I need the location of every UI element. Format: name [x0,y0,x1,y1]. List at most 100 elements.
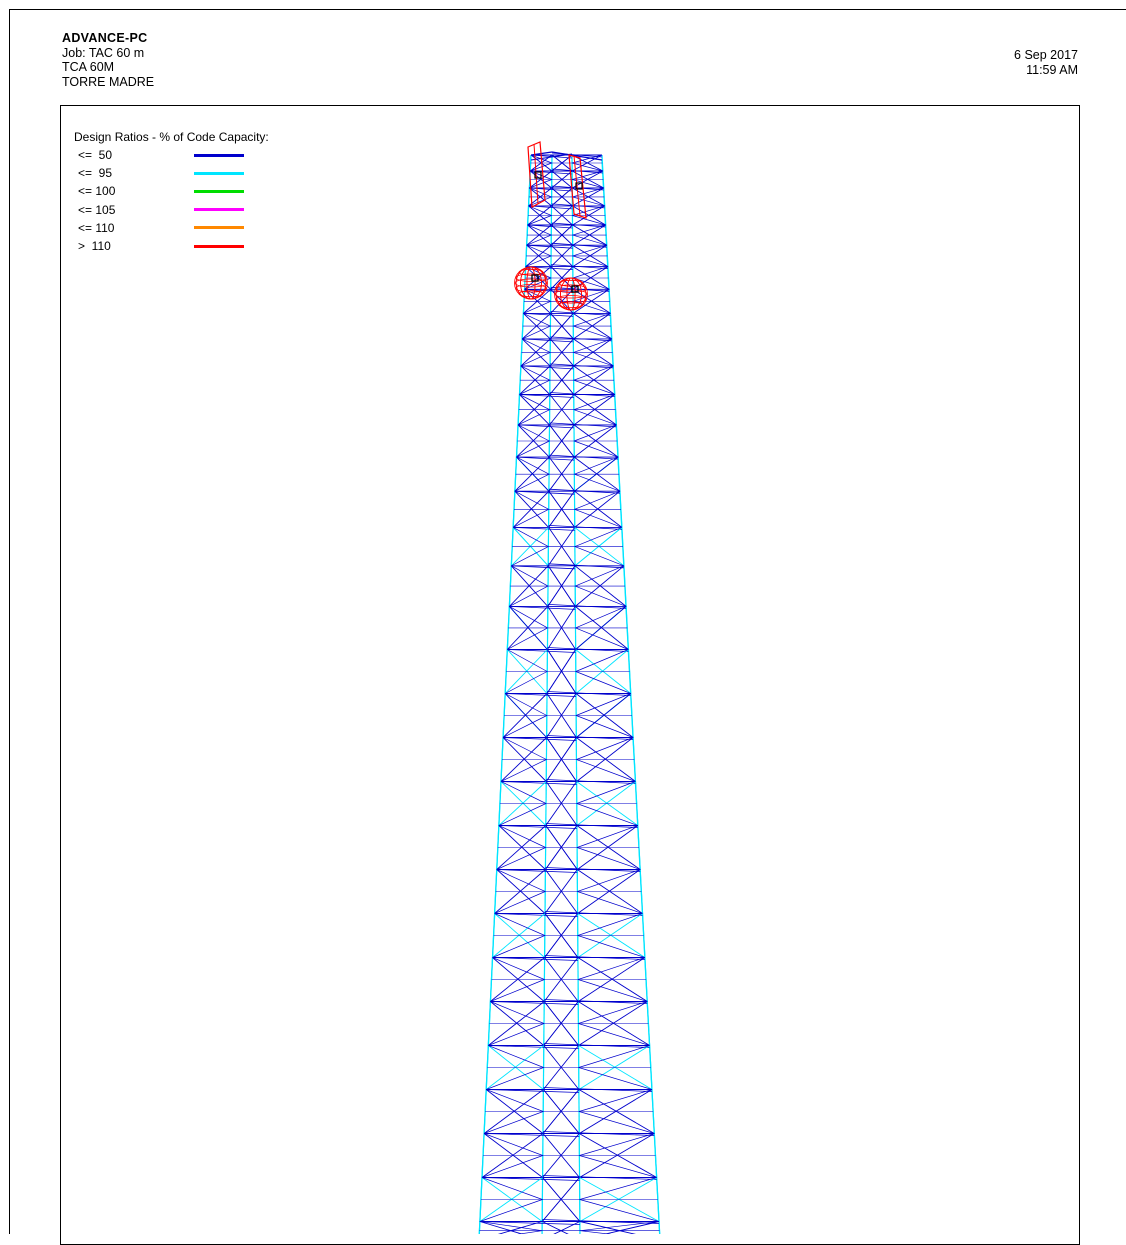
tower-member [576,759,636,782]
tower-member [516,440,550,458]
tower-member [525,255,552,267]
tower-member [517,424,550,442]
tower-member [525,266,552,279]
tower-member [541,154,553,1234]
legend-item: > 110 [74,237,269,255]
legend-swatch [194,153,244,157]
dish-wire [518,290,544,298]
tower-member [550,363,614,369]
tower-member [548,563,625,569]
legend-swatch [194,244,244,248]
tower-member [577,869,641,892]
tower-member [517,1230,543,1234]
tower-member [478,154,532,1234]
report-datetime: 6 Sep 2017 11:59 AM [1014,48,1078,77]
tower-member [574,508,623,528]
tower-member [544,913,578,958]
tower-member [574,546,625,567]
tower-member [479,1221,543,1232]
tower-member [545,825,578,870]
tower-member [548,488,621,494]
tower-member [505,671,548,694]
tower-member [544,999,648,1004]
antennas [514,141,588,311]
tower-member [492,957,578,961]
tower-member [575,693,631,716]
structure-code: TCA 60M [62,60,115,74]
tower-member [576,825,638,848]
dish-wire [558,279,584,287]
tower-member [547,604,627,609]
tower-member [511,546,549,567]
tower-member [548,525,622,530]
tower-member [572,255,609,267]
tower-member [546,691,631,696]
tower-member [526,244,552,257]
tower-member [486,1089,544,1112]
tower-member [542,1131,655,1136]
tower-member [572,170,603,180]
dish-wire [555,295,587,304]
tower-member [505,693,547,716]
dish-wire [555,284,587,293]
tower-member [481,1177,580,1181]
tower-member [572,205,605,216]
tower-member [544,955,645,960]
tower-member [548,424,575,458]
tower-member [577,979,648,1002]
tower-member [483,1133,543,1156]
tower-member [528,196,552,207]
tower-member [546,735,634,740]
tower-member [541,1177,580,1222]
tower-member [496,869,578,873]
tower-member [526,234,552,246]
tower-member [550,264,609,269]
tower-member [550,266,574,290]
tower-member [572,179,604,189]
tower-member [548,490,575,528]
tower-member [492,935,545,958]
tower-member [573,338,612,353]
tower-member [517,409,550,426]
tower-member [516,456,575,461]
legend-swatch [194,226,244,230]
tower-member [549,454,619,460]
tower-member [513,527,549,547]
legend-label: <= 50 [78,148,113,163]
legend-swatch [194,208,244,212]
tower-member [546,649,576,694]
tower-member [484,1133,580,1137]
tower-member [551,203,605,209]
tower-member [519,379,551,395]
tower-member [576,737,634,760]
tower-member [522,338,551,353]
tower-member [514,473,550,492]
tower-member [549,392,615,397]
dish-wire [515,284,547,293]
tower-member [518,424,575,429]
tower-member [542,1175,657,1180]
tower-member [509,606,548,629]
tower-member [514,490,575,495]
tower-member [579,1177,657,1200]
tower-member [500,781,547,804]
legend-swatch [194,189,244,193]
tower-member [579,1221,660,1232]
tower-member [577,891,643,914]
tower-member [550,311,611,316]
tower-member [514,490,549,510]
tower-member [578,1023,650,1046]
tower-member [551,152,603,158]
tower-member [496,847,546,870]
tower-member [575,671,631,694]
tower-member [577,957,646,980]
report-time: 11:59 AM [1026,62,1078,77]
tower-member [527,224,552,236]
tower-member [507,649,576,653]
tower-member [520,352,551,367]
tower-member [545,737,577,782]
tower-member [579,1133,655,1156]
tower-member [530,162,553,172]
tower-member [578,1089,653,1112]
